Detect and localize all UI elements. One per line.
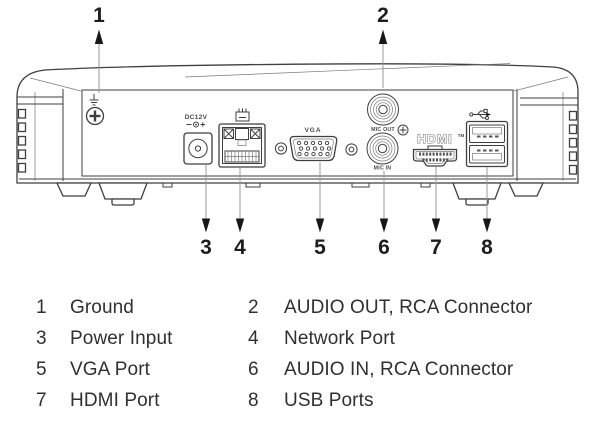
bottom-tab (420, 182, 431, 188)
callout-4: 4 (234, 168, 246, 259)
callout-8: 8 (481, 167, 493, 259)
foot-left-outer (55, 182, 93, 197)
callout-arrow-up (378, 29, 388, 44)
callout-2: 2 (377, 4, 389, 88)
callout-arrow-down (431, 218, 441, 233)
foot-right-inner (452, 182, 502, 200)
rj45-pins (224, 150, 260, 163)
hdmi-port: HDMI TM (412, 132, 465, 167)
foot-right-inner-pad (465, 198, 489, 206)
callout-arrow-down (201, 218, 211, 233)
usb-port-top (469, 124, 505, 143)
bottom-tab (162, 182, 173, 188)
callout-number: 1 (93, 4, 105, 27)
legend-num: 5 (36, 358, 47, 380)
usb-block (465, 120, 509, 168)
hdmi-pins (419, 152, 452, 162)
audio-out-rca: MIC OUT (367, 93, 409, 136)
legend-num: 6 (248, 358, 259, 380)
network-port (218, 108, 266, 168)
bottom-tab (351, 182, 370, 188)
callout-number: 4 (234, 236, 246, 259)
usb-ports (465, 108, 509, 168)
legend-label: VGA Port (70, 358, 151, 380)
legend-num: 4 (248, 327, 259, 349)
rj45-inner (222, 127, 262, 164)
vga-label: VGA (304, 127, 321, 134)
left-top-diagonal (29, 77, 82, 92)
right-top-diagonal (513, 76, 569, 92)
legend-label: AUDIO OUT, RCA Connector (284, 296, 533, 318)
rj45-latch-slot (235, 128, 249, 140)
callout-arrow-down (235, 218, 245, 233)
rj45-label-plate (237, 139, 247, 146)
hdmi-tm: TM (458, 133, 465, 138)
polarity-icon (186, 121, 205, 128)
hdmi-inner (415, 151, 455, 164)
power-input-jack: DC12V (183, 114, 213, 165)
vga-screw-left (274, 142, 288, 155)
ground-screw (85, 94, 105, 126)
legend-num: 8 (248, 389, 259, 411)
callout-number: 3 (200, 236, 212, 259)
legend-num: 2 (248, 296, 259, 318)
panel-screw (397, 124, 409, 136)
vga-port: VGA (274, 127, 358, 162)
callout-arrow-up (94, 29, 104, 44)
callout-number: 5 (314, 236, 326, 259)
callout-number: 6 (378, 236, 390, 259)
right-vent-slots (568, 110, 578, 175)
dc-jack-barrel (188, 138, 208, 159)
rj45-led-left (223, 128, 234, 139)
usb-port-bottom (469, 145, 505, 164)
vga-pins (296, 140, 332, 157)
hdmi-logo: HDMI (417, 132, 452, 146)
legend-num: 7 (36, 389, 47, 411)
left-vent-slots (17, 108, 27, 173)
callout-7: 7 (430, 167, 442, 259)
usb-icon (469, 108, 491, 120)
bottom-tab (245, 182, 261, 188)
legend-label: USB Ports (284, 389, 374, 411)
power-label: DC12V (185, 114, 208, 121)
foot-right-outer (507, 182, 545, 197)
legend-label: AUDIO IN, RCA Connector (284, 358, 514, 380)
callout-number: 8 (481, 236, 493, 259)
legend-num: 1 (36, 296, 47, 318)
vga-dsub-inner (293, 138, 334, 159)
legend-num: 3 (36, 327, 47, 349)
callout-5: 5 (314, 162, 326, 259)
legend-label: HDMI Port (70, 389, 160, 411)
vga-screw-right (345, 143, 358, 156)
dc-jack-pin (194, 145, 202, 152)
callout-arrow-down (379, 218, 389, 233)
network-icon (235, 108, 250, 122)
callout-number: 2 (377, 4, 389, 27)
audio-in-label: MIC IN (374, 166, 392, 172)
legend-label: Network Port (284, 327, 396, 349)
callout-arrow-down (482, 218, 492, 233)
audio-out-label: MIC OUT (371, 127, 395, 133)
callout-number: 7 (430, 236, 442, 259)
callout-1: 1 (93, 4, 105, 93)
dc-jack-body (183, 132, 213, 165)
foot-left-inner (98, 182, 148, 200)
audio-in-rca: MIC IN (366, 132, 399, 172)
legend-table: 1 Ground 2 AUDIO OUT, RCA Connector 3 Po… (36, 292, 532, 416)
legend-label: Ground (70, 296, 134, 318)
callout-6: 6 (378, 171, 390, 259)
legend-label: Power Input (70, 327, 173, 349)
rear-panel-recess (81, 89, 514, 177)
rear-panel-diagram: DC12V (16, 4, 579, 259)
top-seam-line (184, 63, 511, 78)
rj45-led-right (250, 128, 261, 139)
callout-arrow-down (315, 218, 325, 233)
callout-3: 3 (200, 165, 212, 259)
foot-left-inner-pad (111, 198, 135, 206)
feet (55, 182, 545, 206)
